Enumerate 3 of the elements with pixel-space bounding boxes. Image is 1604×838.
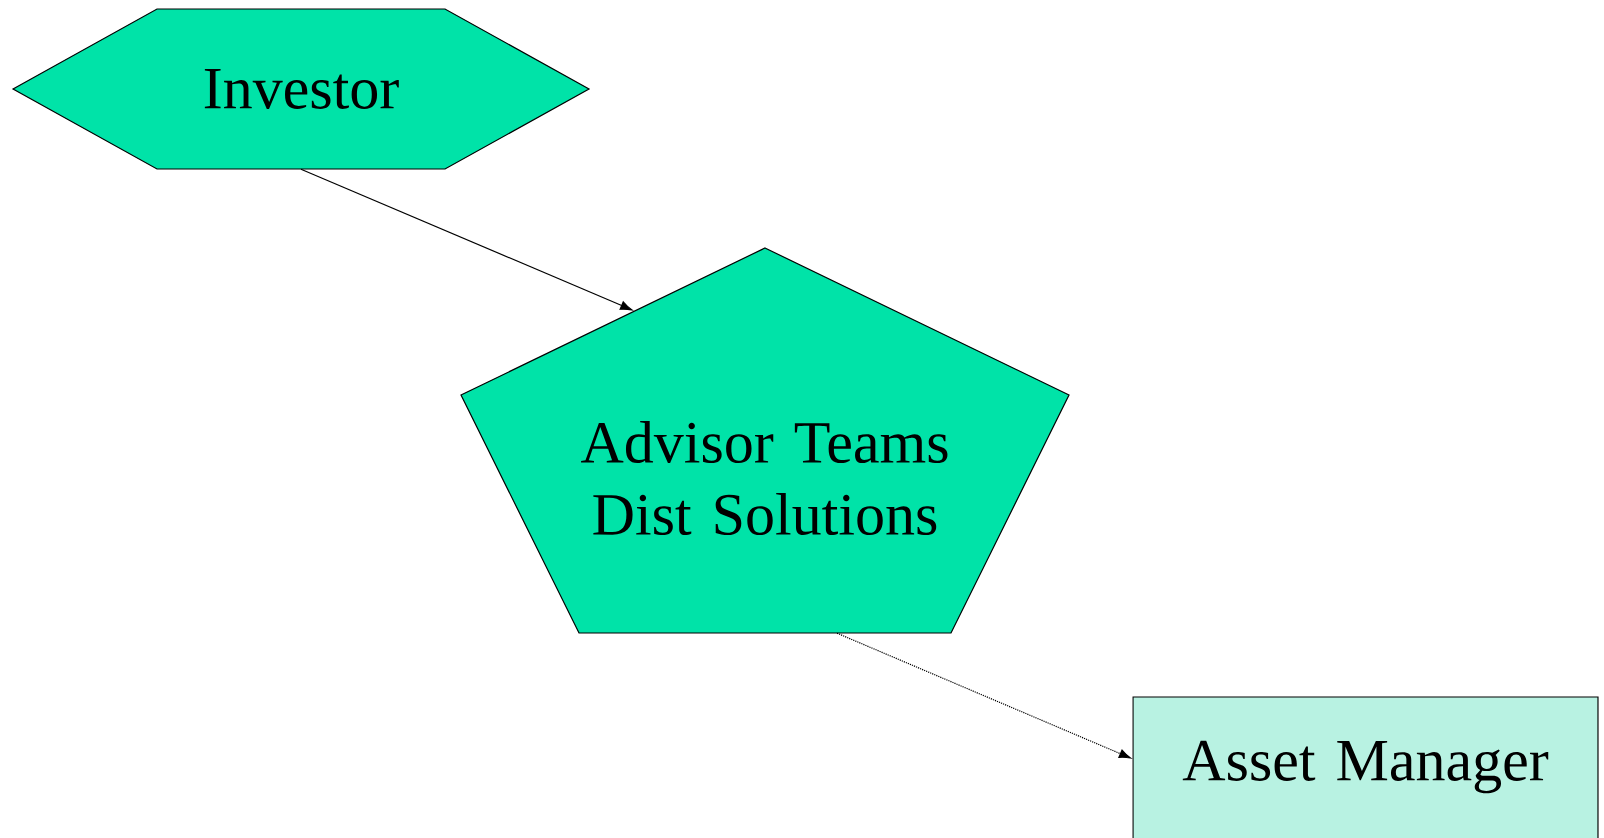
- arrow: [300, 168, 633, 311]
- arrow: [836, 632, 1131, 759]
- process-box: Asset Manager: [1132, 696, 1599, 838]
